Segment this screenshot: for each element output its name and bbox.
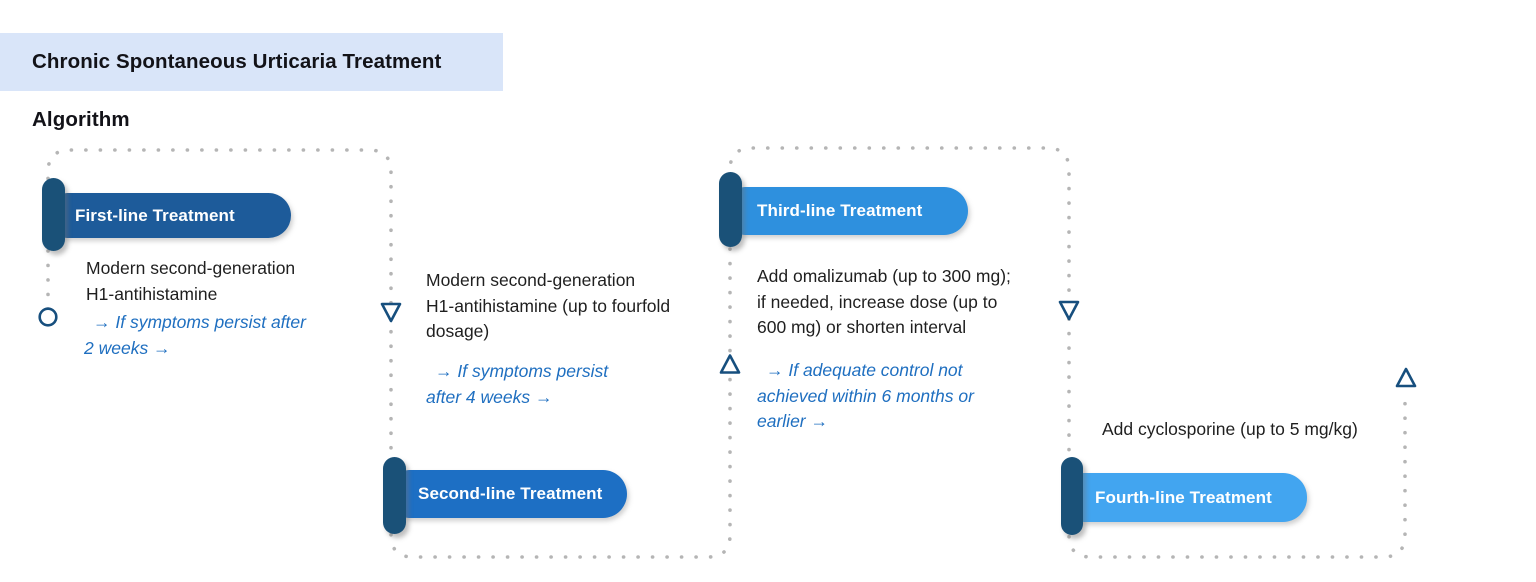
stage-label-pill: Fourth-line Treatment <box>1072 473 1307 522</box>
stage-label-pill: Second-line Treatment <box>397 470 627 518</box>
stage-capsule-accent <box>1061 457 1083 535</box>
flow-arrow-down-icon <box>1058 300 1080 321</box>
stage-label: Fourth-line Treatment <box>1095 488 1272 507</box>
stage-condition-note: → If symptoms persist after 2 weeks → <box>84 312 306 358</box>
page-title: Chronic Spontaneous Urticaria Treatment … <box>0 33 503 131</box>
stage-capsule-accent <box>719 172 742 247</box>
start-circle-icon <box>38 307 58 327</box>
stage-label-pill: Third-line Treatment <box>733 187 968 235</box>
stage-condition-note: → If adequate control not achieved withi… <box>757 360 974 431</box>
stage-description: Modern second-generation H1-antihistamin… <box>426 270 671 341</box>
stage-label: Third-line Treatment <box>757 201 923 220</box>
stage-label: First-line Treatment <box>75 206 235 225</box>
stage-capsule-accent <box>42 178 65 251</box>
stage-capsule-accent <box>383 457 406 534</box>
flow-arrow-up-icon <box>1395 367 1417 388</box>
stage-description: Add cyclosporine (up to 5 mg/kg) <box>1102 419 1358 439</box>
stage-description: Add omalizumab (up to 300 mg); if needed… <box>757 266 1011 337</box>
flow-arrow-down-icon <box>380 302 402 323</box>
stage-condition-note: → If symptoms persist after 4 weeks → <box>426 361 609 407</box>
flow-arrow-up-icon <box>719 354 741 374</box>
stage-label: Second-line Treatment <box>418 484 603 503</box>
stage-description: Modern second-generation H1-antihistamin… <box>86 258 296 304</box>
stage-label-pill: First-line Treatment <box>56 193 291 238</box>
dotted-flow-path <box>46 146 1407 559</box>
